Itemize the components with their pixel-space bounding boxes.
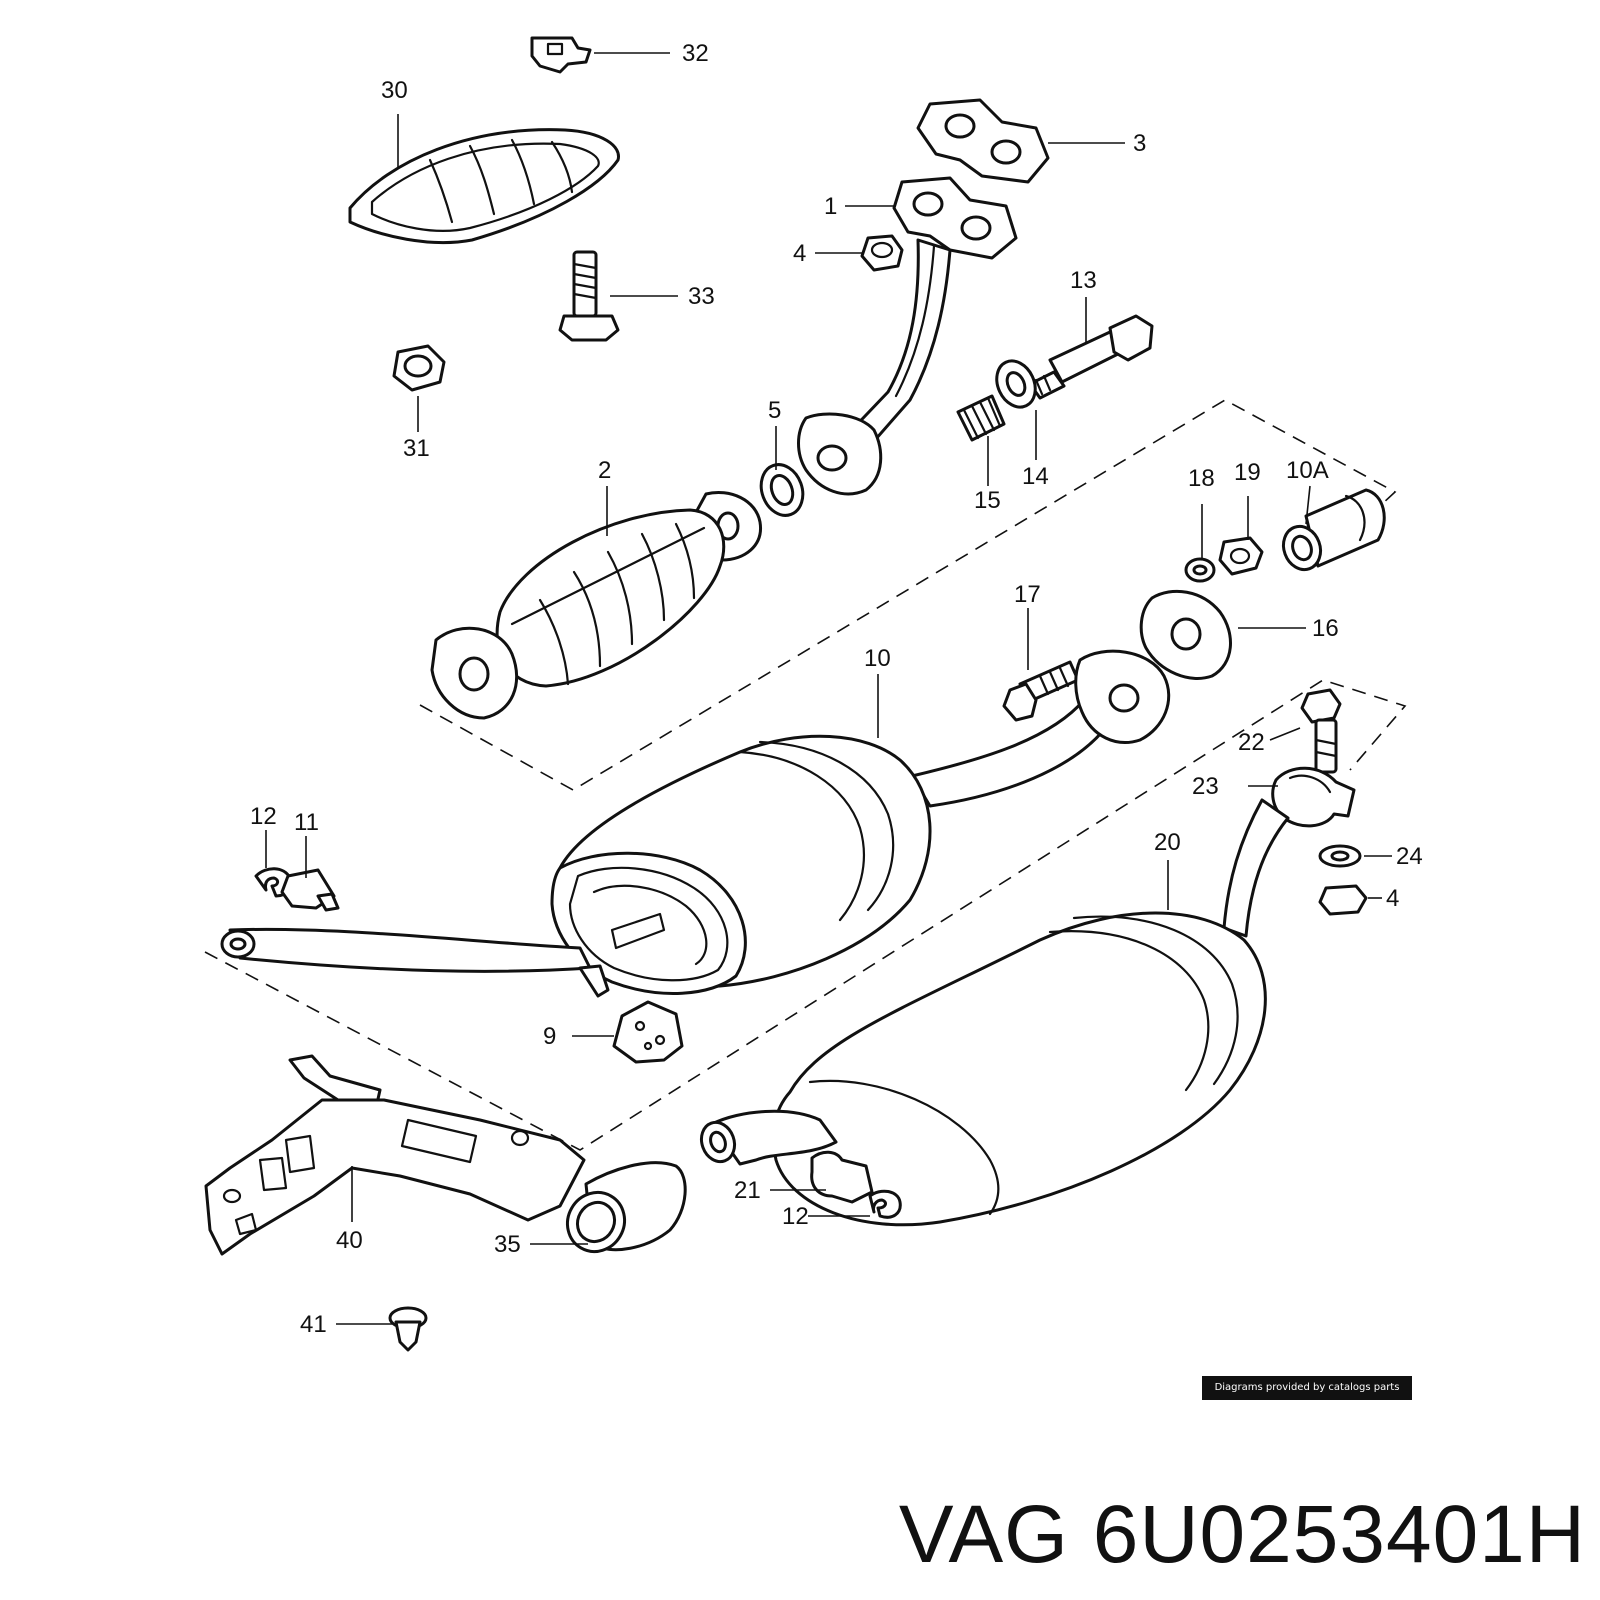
callout-31: 31: [403, 435, 430, 462]
callout-33: 33: [688, 283, 715, 310]
tailpipe-trim-part-35: [565, 1161, 687, 1254]
callout-9: 9: [543, 1023, 556, 1050]
callout-40: 40: [336, 1227, 363, 1254]
washer-part-24: [1318, 844, 1362, 868]
sealing-ring-part-5: [759, 463, 805, 517]
diagram-credit-badge: Diagrams provided by catalogs parts: [1202, 1376, 1412, 1400]
callout-12-lower: 12: [782, 1203, 809, 1230]
callout-1: 1: [824, 193, 837, 220]
callout-21: 21: [734, 1177, 761, 1204]
callout-10: 10: [864, 645, 891, 672]
callout-22: 22: [1238, 729, 1265, 756]
callout-5: 5: [768, 397, 781, 424]
callout-15: 15: [974, 487, 1001, 514]
callout-16: 16: [1312, 615, 1339, 642]
washer-part-18: [1184, 557, 1216, 583]
rubber-mount-part-11: [280, 868, 340, 912]
washer-part-14: [995, 359, 1037, 409]
callout-3: 3: [1133, 130, 1146, 157]
clamp-ring-part-12-lower: [868, 1189, 902, 1219]
nut-part-4-top: [860, 234, 904, 272]
callout-24: 24: [1396, 843, 1423, 870]
callout-41: 41: [300, 1311, 327, 1338]
callout-13: 13: [1070, 267, 1097, 294]
callout-19: 19: [1234, 459, 1261, 486]
callout-12-upper: 12: [250, 803, 277, 830]
front-pipe-part-1: [797, 176, 1018, 496]
bolt-part-17: [1002, 660, 1080, 722]
catalytic-converter-part-2: [430, 491, 762, 720]
rubber-mount-part-9: [612, 1000, 684, 1064]
gasket-part-16: [1139, 589, 1232, 680]
pipe-clamp-part-10A: [1281, 488, 1386, 572]
callout-35: 35: [494, 1231, 521, 1258]
nut-part-19: [1218, 536, 1264, 576]
heat-shield-part-40: [204, 1054, 586, 1256]
spring-part-15: [956, 394, 1006, 442]
nut-part-31: [392, 344, 446, 392]
clip-part-32: [530, 36, 592, 74]
callout-2: 2: [598, 457, 611, 484]
callout-20: 20: [1154, 829, 1181, 856]
callout-11: 11: [294, 809, 319, 836]
gasket-part-3: [916, 98, 1050, 184]
heat-shield-part-30: [348, 128, 620, 245]
assembly-outline-upper: [419, 399, 1397, 791]
rubber-mount-part-21: [810, 1150, 874, 1204]
callout-18: 18: [1188, 465, 1215, 492]
callout-32: 32: [682, 40, 709, 67]
middle-silencer-part-10: [220, 649, 1171, 998]
callout-4-top: 4: [793, 240, 806, 267]
callout-14: 14: [1022, 463, 1049, 490]
leader-lines: [265, 52, 1392, 1325]
bolt-part-22: [1300, 688, 1342, 774]
bolt-part-13: [1028, 314, 1154, 400]
callout-labels: 32 30 3 1 4 33 31 13 5 2 15 14 18 19 10A…: [250, 40, 1423, 1338]
rear-silencer-part-20: [699, 798, 1290, 1227]
callout-4-lower: 4: [1386, 885, 1399, 912]
callout-17: 17: [1014, 581, 1041, 608]
part-number-title: VAG 6U0253401H: [898, 1489, 1586, 1580]
clip-part-41: [388, 1306, 428, 1352]
callout-10A: 10A: [1286, 457, 1329, 484]
callout-30: 30: [381, 77, 408, 104]
nut-part-4-lower: [1318, 884, 1368, 916]
bolt-part-33: [558, 250, 620, 342]
callout-23: 23: [1192, 773, 1219, 800]
exhaust-clamp-part-23: [1271, 766, 1356, 828]
assembly-outline-lower: [204, 679, 1407, 1151]
